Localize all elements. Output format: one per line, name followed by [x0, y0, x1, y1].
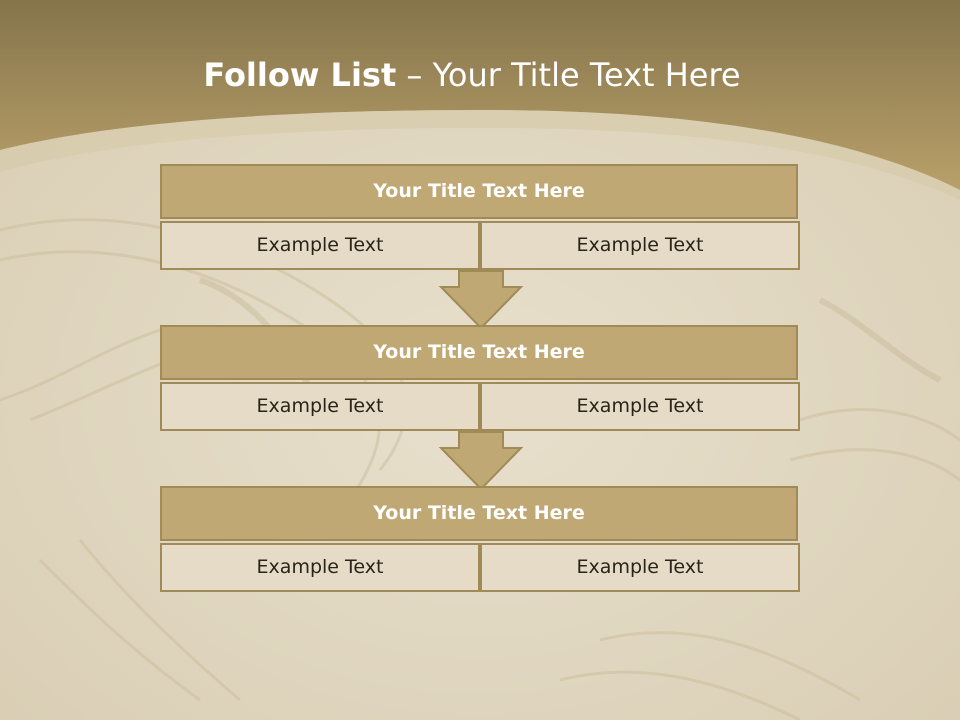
- block-cell-left: Example Text: [160, 382, 480, 431]
- block-cell-right: Example Text: [480, 221, 800, 270]
- block-cell-left: Example Text: [160, 221, 480, 270]
- block-cell-right: Example Text: [480, 382, 800, 431]
- down-arrow-icon: [438, 270, 524, 330]
- block-title: Your Title Text Here: [160, 486, 798, 541]
- down-arrow-icon: [438, 431, 524, 491]
- page-title: Follow List – Your Title Text Here: [0, 52, 944, 98]
- block-title: Your Title Text Here: [160, 164, 798, 219]
- block-cell-right: Example Text: [480, 543, 800, 592]
- header-band: [0, 0, 960, 200]
- title-separator: –: [406, 56, 423, 94]
- block-cell-left: Example Text: [160, 543, 480, 592]
- title-bold: Follow List: [203, 56, 397, 94]
- title-rest: Your Title Text Here: [432, 56, 741, 94]
- block-title: Your Title Text Here: [160, 325, 798, 380]
